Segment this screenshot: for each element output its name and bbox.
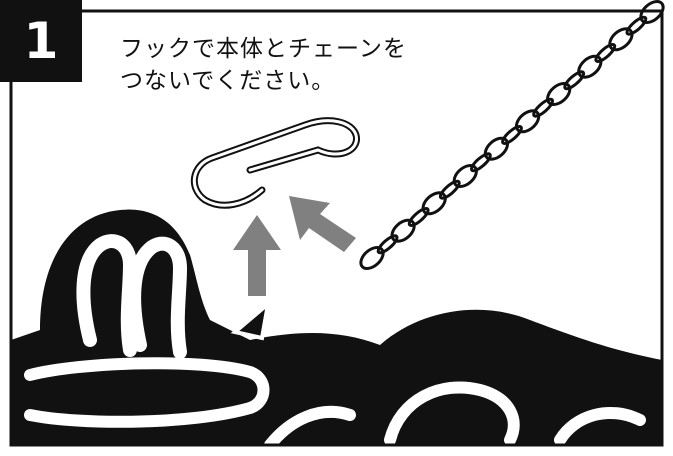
chain-link <box>577 54 603 79</box>
chain-link <box>376 234 399 255</box>
step-number: 1 <box>23 12 59 70</box>
panel-frame <box>9 9 664 447</box>
instruction-line-1: フックで本体とチェーンを <box>120 36 407 62</box>
hook-icon <box>190 117 360 209</box>
chain-link <box>438 179 461 200</box>
chain-link <box>452 164 478 188</box>
chain-link <box>470 152 492 173</box>
chain-link <box>514 109 541 134</box>
chain-link <box>421 191 447 216</box>
chain-link <box>407 207 430 227</box>
chain-link <box>359 246 385 270</box>
chain-link <box>390 218 416 243</box>
instruction-line-2: つないでください。 <box>120 68 336 94</box>
chain-link <box>639 0 665 24</box>
arrow-diagonal-icon <box>289 196 356 252</box>
chain-icon <box>359 0 665 270</box>
chain-link <box>563 70 586 91</box>
chain-link <box>546 82 572 106</box>
chain-link <box>594 43 617 63</box>
chain-link <box>483 136 510 161</box>
product-body-icon <box>11 209 662 445</box>
chain-link <box>608 27 634 52</box>
chain-link <box>532 97 554 118</box>
chain-link <box>625 15 648 36</box>
chain-link <box>501 125 523 145</box>
instruction-text: フックで本体とチェーンを つないでください。 <box>120 33 540 97</box>
arrow-up-icon <box>233 215 281 296</box>
step-number-badge: 1 <box>0 0 82 82</box>
